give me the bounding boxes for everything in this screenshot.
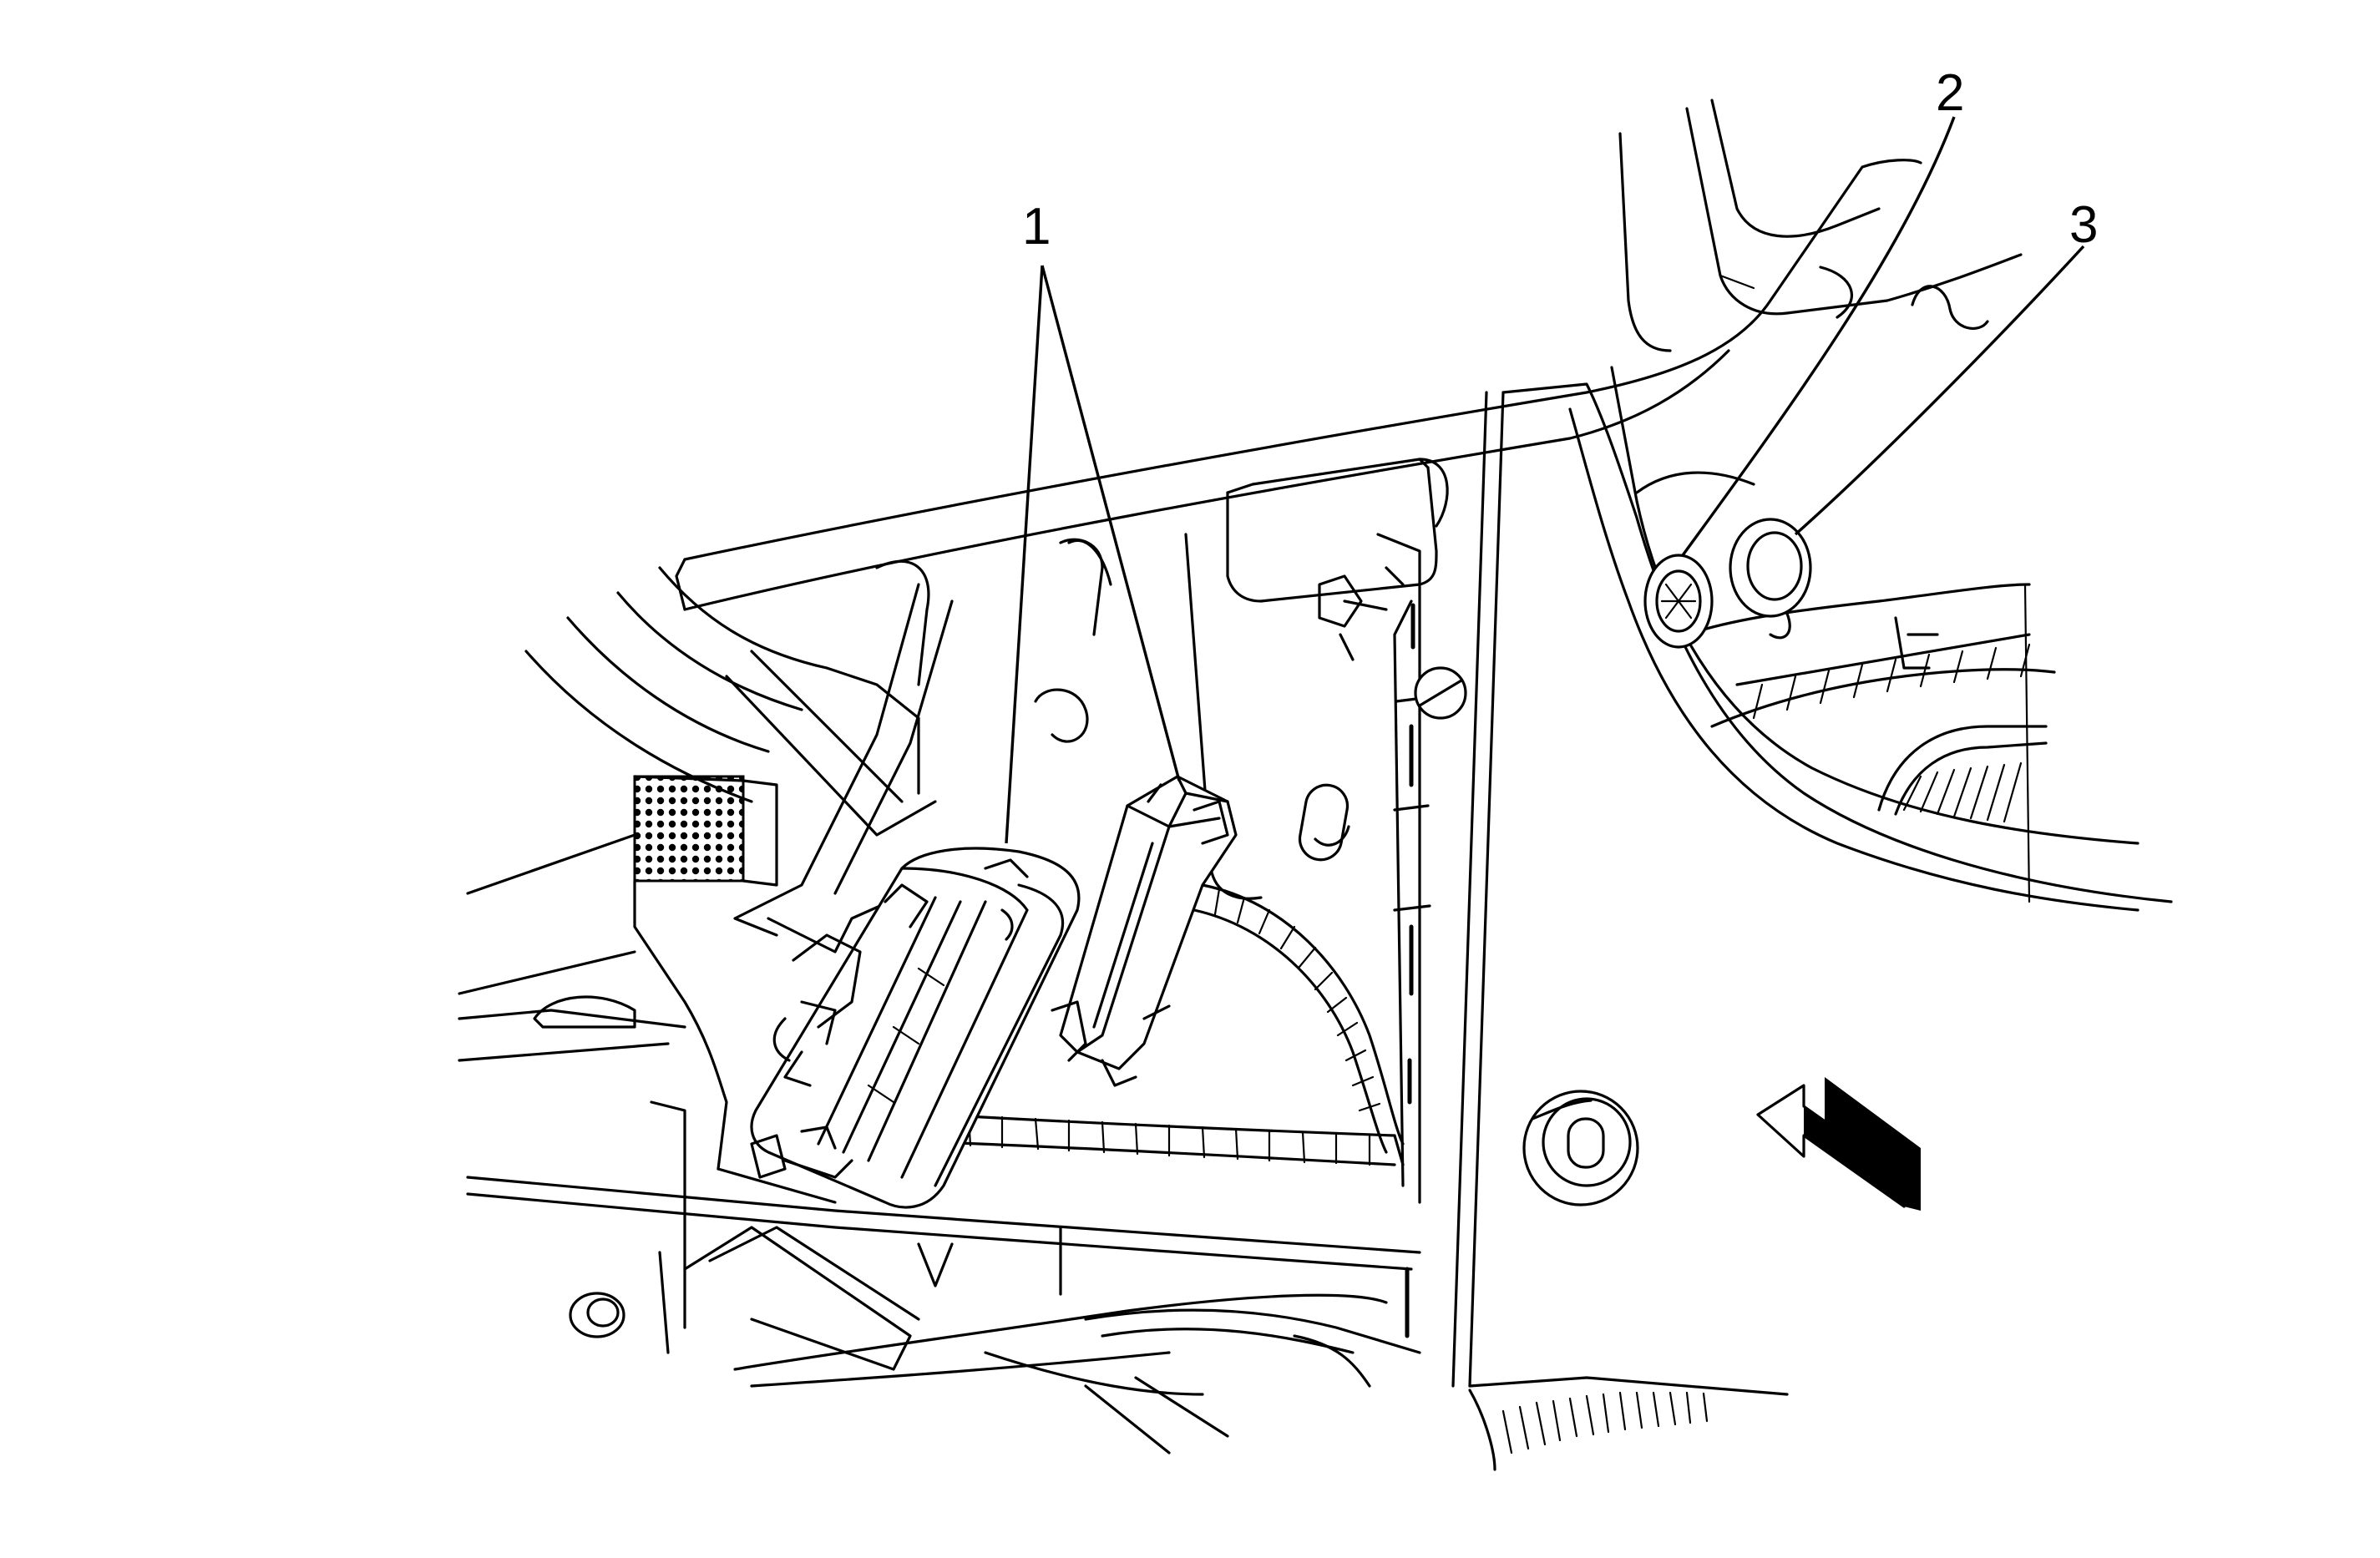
center-bracket — [1184, 458, 1467, 1338]
callout-label-1: 1 — [1022, 198, 1051, 255]
control-module — [750, 847, 1081, 1209]
leader-line-1b — [1041, 265, 1181, 782]
upper-trim-panel — [675, 99, 2023, 611]
rear-trim-area — [1685, 583, 2056, 903]
left-structure — [458, 538, 1421, 1454]
pillar-panel — [1451, 366, 2173, 1471]
view-direction-arrow-icon — [1756, 1077, 1921, 1211]
harness-connector — [1051, 775, 1238, 1087]
callout-leaders — [1005, 116, 2085, 844]
pillar-bolt — [1522, 1090, 1639, 1206]
plug-grommet — [1729, 518, 1812, 640]
leader-line-2 — [1681, 116, 1956, 557]
fastener-clip — [1643, 554, 1714, 649]
callout-label-3: 3 — [2069, 196, 2098, 254]
callout-label-2: 2 — [1936, 64, 1964, 122]
leader-line-3 — [1794, 245, 2085, 536]
leader-line-1a — [1005, 265, 1044, 844]
